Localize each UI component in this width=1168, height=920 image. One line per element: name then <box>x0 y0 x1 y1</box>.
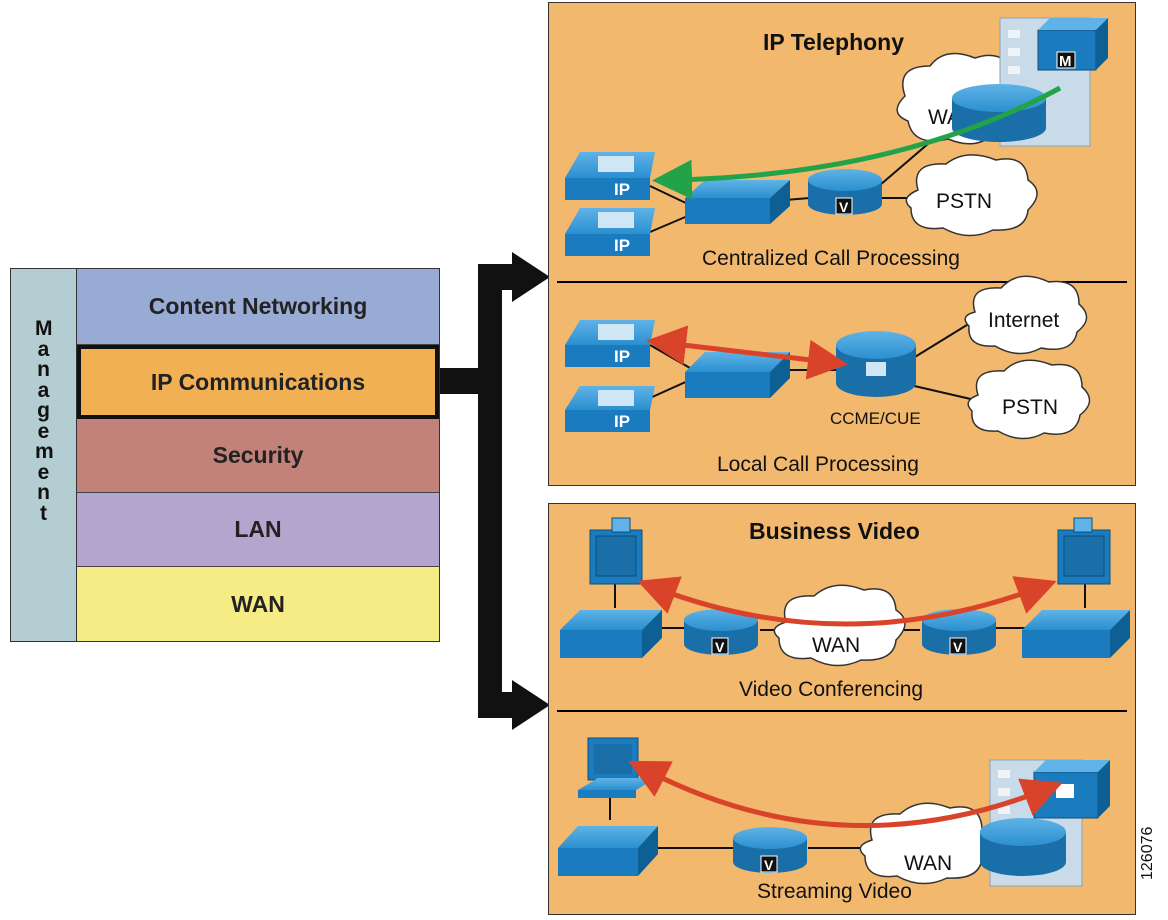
phone-label: IP <box>614 236 630 255</box>
conferencing-caption: Video Conferencing <box>739 678 924 701</box>
layer-label: WAN <box>231 590 285 617</box>
layer-label: IP Communications <box>150 368 366 395</box>
router-badge: V <box>715 639 725 655</box>
ip-phone-icon: IP <box>565 152 655 200</box>
call-flow-arrow <box>652 85 1062 200</box>
cloud-label: Internet <box>988 309 1059 332</box>
phone-label: IP <box>614 180 630 199</box>
layer-label: Content Networking <box>148 293 368 319</box>
call-flow-arrow <box>646 325 848 380</box>
voice-router-icon: V <box>684 609 758 655</box>
local-caption: Local Call Processing <box>717 453 919 476</box>
voice-router-icon: V <box>808 169 882 215</box>
centralized-caption: Centralized Call Processing <box>702 247 960 270</box>
router-icon <box>980 818 1066 876</box>
layer-label: Security <box>212 442 304 468</box>
router-icon <box>952 84 1046 142</box>
section-divider <box>557 281 1127 283</box>
ccme-label: CCME/CUE <box>830 409 921 428</box>
layer-ip-communications: IP Communications <box>77 345 439 419</box>
pc-icon <box>578 737 656 798</box>
router-badge: V <box>953 639 963 655</box>
cloud-label: PSTN <box>936 190 992 213</box>
video-flow-arrow <box>628 760 1063 829</box>
ip-phone-icon: IP <box>565 320 655 367</box>
streaming-server-icon <box>1033 760 1110 819</box>
cloud-icon <box>967 359 1091 440</box>
cloud-icon <box>905 154 1038 237</box>
voice-router-icon: V <box>733 827 807 873</box>
video-endpoint-icon <box>589 517 643 585</box>
layer-security: Security <box>77 419 439 493</box>
ip-phone-icon: IP <box>565 386 655 432</box>
switch-icon <box>1022 610 1130 658</box>
router-badge: V <box>839 199 849 215</box>
streaming-caption: Streaming Video <box>757 880 912 903</box>
cloud-icon <box>964 275 1088 355</box>
cloud-label: WAN <box>904 852 952 875</box>
ccme-router-icon <box>836 331 916 397</box>
call-manager-icon: M <box>1037 18 1108 71</box>
panel-title: IP Telephony <box>763 29 905 55</box>
video-flow-arrow <box>637 576 1057 627</box>
switch-icon <box>685 352 790 398</box>
layer-label: LAN <box>234 516 282 542</box>
cloud-label: PSTN <box>1002 396 1058 419</box>
server-badge: M <box>1059 53 1072 70</box>
phone-label: IP <box>614 412 630 431</box>
switch-icon <box>560 610 662 658</box>
switch-icon <box>558 826 658 876</box>
architecture-stack: Management Content Networking IP Communi… <box>10 268 440 642</box>
ip-phone-icon: IP <box>565 208 655 256</box>
layer-wan: WAN <box>77 567 439 641</box>
switch-icon <box>685 180 790 224</box>
panel-title: Business Video <box>749 518 920 544</box>
layer-lan: LAN <box>77 493 439 567</box>
video-endpoint-icon <box>1057 517 1111 585</box>
phone-label: IP <box>614 347 630 366</box>
cloud-label: WAN <box>812 634 860 657</box>
section-divider <box>557 710 1127 712</box>
management-column: Management <box>11 269 77 641</box>
figure-id: 126076 <box>1139 826 1156 880</box>
layer-content-networking: Content Networking <box>77 269 439 345</box>
router-badge: V <box>764 857 774 873</box>
management-label: Management <box>35 317 54 525</box>
